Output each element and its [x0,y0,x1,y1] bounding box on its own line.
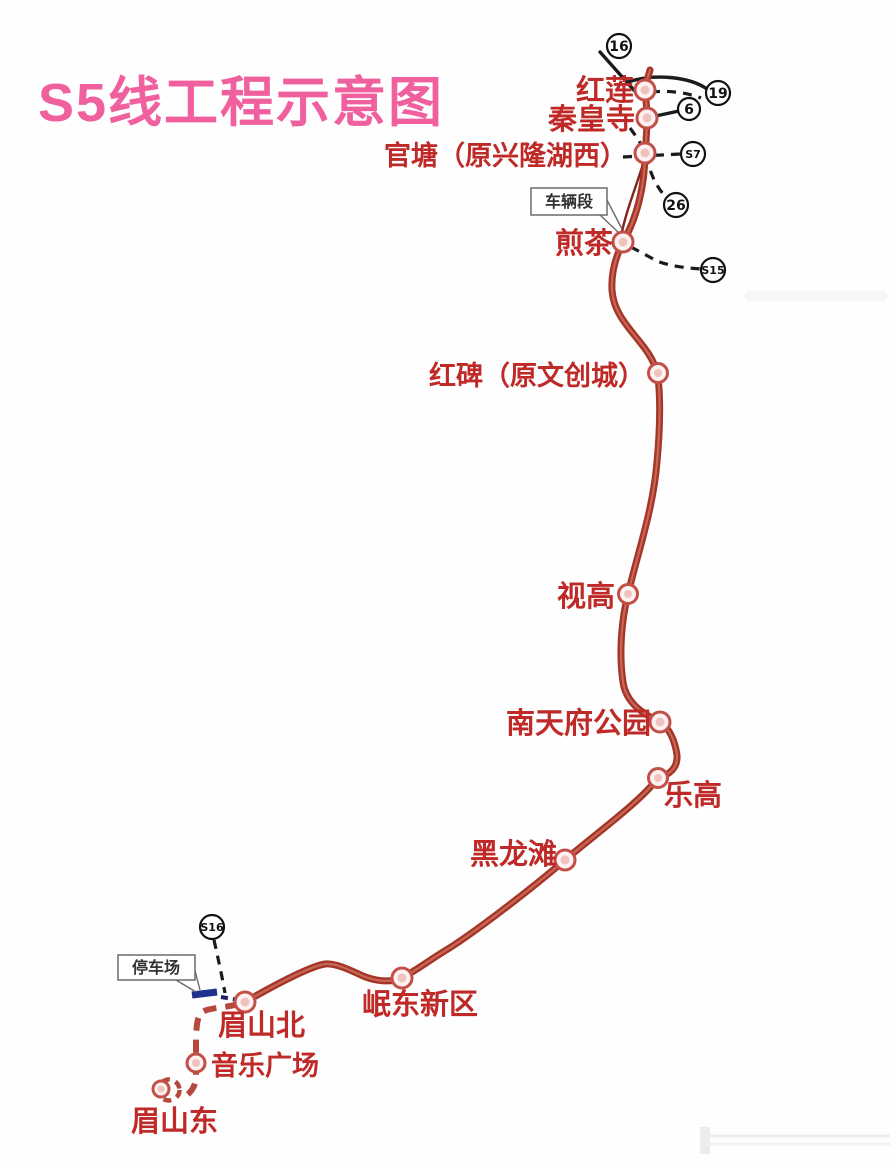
parking-link-solid [191,988,218,999]
line-s16-connector [212,939,227,994]
interchange-16: 16 [605,32,633,60]
parking-box [117,954,196,981]
station-music-square-label: 音乐广场 [211,1050,319,1081]
line-s15-connector [630,245,702,271]
station-guantang-label: 官塘（原兴隆湖西） [384,140,627,171]
parking-callout: 停车场 [117,954,201,993]
watermark-smudge [700,291,890,1154]
station-jiancha-dot [611,230,635,254]
page-title: S5线工程示意图 [38,73,444,133]
station-dots [151,78,672,1099]
interchange-6: 6 [676,96,702,122]
interchange-s7-label: S7 [685,148,701,161]
station-qinhuangsi-label: 秦皇寺 [547,103,635,136]
interchange-badges: 16 19 6 S7 26 S15 S16 [198,32,732,941]
station-nantianfu-park-dot [648,710,672,734]
station-hongbei-label: 红碑（原文创城） [429,360,645,391]
station-mindong-new-district-label: 岷东新区 [362,987,478,1021]
interchange-16-label: 16 [609,39,628,55]
interchange-26-label: 26 [666,198,685,214]
station-jiancha-label: 煎茶 [555,226,614,260]
station-legao-dot [647,767,669,789]
s5-extension-dashed [181,1001,239,1101]
station-labels: 红莲 秦皇寺 官塘（原兴隆湖西） 煎茶 红碑（原文创城） 视高 南天府公园 乐高… [131,74,722,1138]
interchange-19-label: 19 [708,86,727,102]
station-legao-label: 乐高 [664,779,722,812]
depot-box [530,187,608,216]
interchange-s15: S15 [699,256,727,284]
parking-link-dashed [220,995,246,1003]
interchange-s15-label: S15 [701,264,724,277]
station-meishan-north-label: 眉山北 [218,1009,305,1042]
station-hongbei-dot [647,362,669,384]
station-meishan-north-dot [233,990,257,1014]
station-nantianfu-park-label: 南天府公园 [506,706,651,740]
parking-label: 停车场 [132,958,180,977]
station-heilongtan-dot [553,848,577,872]
interchange-19: 19 [704,79,732,107]
station-mindong-new-district-dot [390,966,414,990]
interchange-26: 26 [662,191,690,219]
station-shigao-dot [617,583,639,605]
interchange-s16: S16 [198,913,226,941]
interchange-s16-label: S16 [200,921,224,934]
depot-callout: 车辆段 [530,187,623,234]
station-honglian-dot [633,78,657,102]
station-guantang-dot [633,141,657,165]
station-honglian-label: 红莲 [576,74,634,107]
station-meishan-east-label: 眉山东 [131,1104,218,1138]
line-19-connector-solid [626,75,709,91]
station-meishan-east-dot [151,1079,171,1099]
station-music-square-dot [185,1052,207,1074]
depot-label: 车辆段 [545,192,594,211]
station-heilongtan-label: 黑龙滩 [470,838,557,871]
interchange-6-label: 6 [684,102,694,118]
station-qinhuangsi-dot [635,106,659,130]
station-shigao-label: 视高 [557,580,615,613]
interchange-s7: S7 [679,140,707,168]
